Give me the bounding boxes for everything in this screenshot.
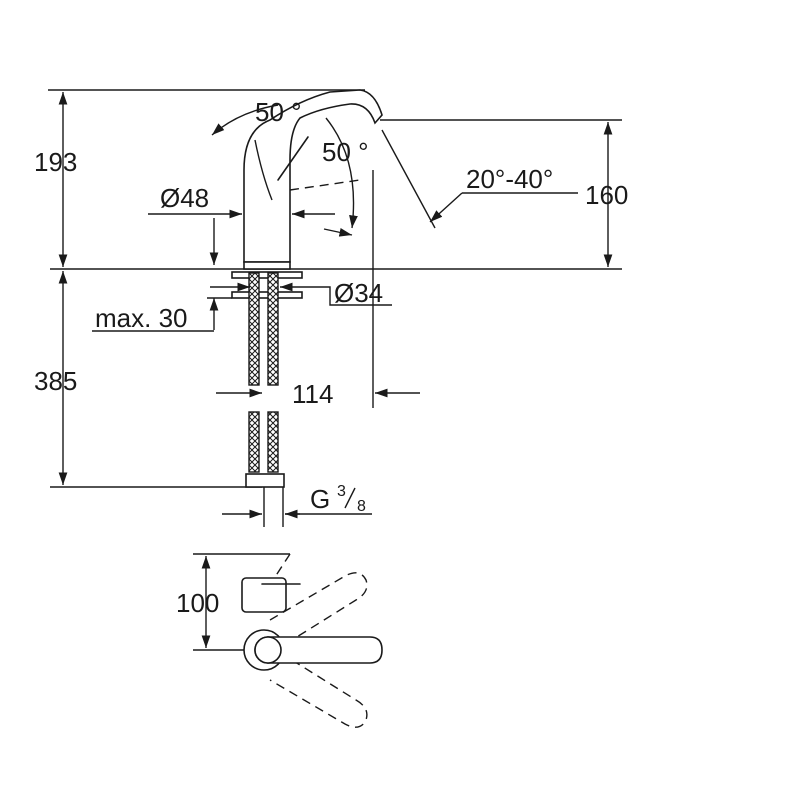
angle-annotations [211,104,578,237]
hose-connector [245,473,285,488]
top-view-spout-cap [254,636,282,664]
faucet-body [243,89,383,270]
top-view-spout [267,636,383,664]
dim-connection-thread: G 3 8 [222,483,372,519]
spout-angle-label: 20°-40° [466,164,553,194]
reference-lines [48,89,622,488]
lever-handle [277,136,309,181]
supply-hose-left-lower [248,411,260,473]
max-deck-thickness-label: max. 30 [95,303,188,333]
dim-385: 385 [34,271,77,485]
dim-160: 160 [585,122,628,267]
supply-hose-left [248,272,260,386]
hole-diameter-leader [318,286,392,306]
dim-deck-thickness: max. 30 [92,218,232,333]
mounting-assembly [231,271,303,527]
height-above-deck-label: 193 [34,147,77,177]
dim-spout-reach: 114 [216,379,420,409]
spout-height-label: 160 [585,180,628,210]
dim-body-diameter: Ø48 [148,183,335,219]
connection-thread-label: G [310,484,330,514]
top-view: 100 [176,553,383,728]
top-view-spout-rotated-up [269,572,368,641]
lever-angle-arc-a [211,104,279,136]
mounting-washer [231,271,303,279]
lever-angle-a-label: 50 ° [255,97,302,127]
body-diameter-label: Ø48 [160,183,209,213]
spout-reach-label: 114 [292,379,333,409]
lever-angle-leader [323,228,353,237]
mounting-nut [231,291,303,299]
faucet-base [243,261,291,270]
spout-angle-leader [429,192,463,223]
dim-hole-diameter: Ø34 [210,278,392,308]
below-deck-length-label: 385 [34,366,77,396]
faucet-body-outline [243,89,383,263]
spout-flow-line [381,129,436,229]
lever-angle-b-label: 50 ° [322,137,369,167]
body-contour-line [254,139,273,201]
dim-193: 193 [34,92,77,267]
thread-fraction-bar [344,487,356,509]
hole-diameter-label: Ø34 [334,278,383,308]
lever-angle-arc-b [325,117,358,229]
supply-hose-right [267,272,279,386]
top-view-spout-rotated-down [269,659,368,728]
thread-denominator: 8 [357,498,366,515]
thread-numerator: 3 [337,483,346,500]
lever-open-position [289,179,361,191]
supply-hose-right-lower [267,411,279,473]
top-view-body [241,577,287,613]
top-view-depth-label: 100 [176,588,219,618]
